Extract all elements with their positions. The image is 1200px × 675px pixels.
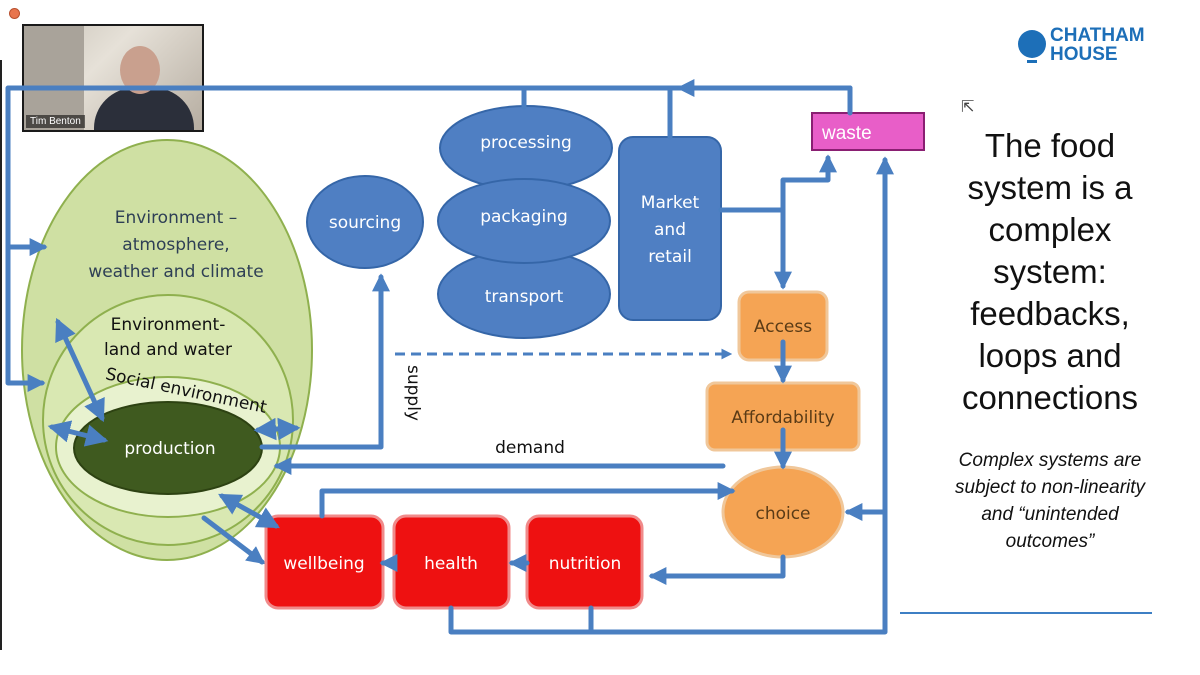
waste-node xyxy=(811,112,925,151)
nutrition-label: nutrition xyxy=(549,554,622,574)
waste-label: waste xyxy=(821,123,872,144)
title-line: feedbacks, xyxy=(970,295,1130,332)
recording-indicator-icon xyxy=(9,8,20,19)
env-wellbeing-arrow xyxy=(201,515,265,565)
globe-icon xyxy=(1018,30,1046,63)
sourcing-label: sourcing xyxy=(329,213,401,233)
packaging-node xyxy=(437,178,611,264)
speaker-name: Tim Benton xyxy=(26,115,85,128)
production-right-arrow xyxy=(253,417,301,441)
transport-label: transport xyxy=(485,287,564,307)
divider-line xyxy=(900,612,1152,614)
subtitle-line: outcomes” xyxy=(1005,531,1095,552)
logo-line2: HOUSE xyxy=(1050,44,1118,65)
demand-label: demand xyxy=(495,438,565,458)
title-line: The food xyxy=(984,127,1116,164)
affordability-label: Affordability xyxy=(731,408,834,428)
logo-line1: CHATHAM xyxy=(1050,25,1145,46)
env-land-label: Environment-land and water xyxy=(104,315,232,360)
market-to-waste xyxy=(718,154,837,213)
mouse-cursor-icon: ⇱ xyxy=(961,97,975,116)
health-label: health xyxy=(424,554,478,574)
supply-arrow xyxy=(259,273,390,450)
choice-label: choice xyxy=(755,504,810,524)
title-line: connections xyxy=(961,379,1139,416)
title-line: system is a xyxy=(967,169,1133,206)
wellbeing-label: wellbeing xyxy=(283,554,364,574)
production-label: production xyxy=(124,439,215,459)
subtitle-line: Complex systems are xyxy=(958,450,1142,471)
window-edge xyxy=(0,60,2,650)
title-line: loops and xyxy=(978,337,1122,374)
access-label: Access xyxy=(754,317,812,337)
choice-to-nutrition xyxy=(648,554,786,585)
flow-arrows xyxy=(5,79,894,635)
sourcing-node xyxy=(306,175,424,269)
slide-subtitle: Complex systems are subject to non-linea… xyxy=(925,447,1175,555)
slide-title: The food system is a complex system: fee… xyxy=(930,125,1170,419)
supply-label: supply xyxy=(403,365,423,421)
right-loop xyxy=(448,156,894,635)
env-atmosphere-label: Environment –atmosphere,weather and clim… xyxy=(88,208,263,282)
packaging-label: packaging xyxy=(480,207,568,227)
production-env-arrow xyxy=(47,420,109,447)
subtitle-line: and “unintended xyxy=(981,504,1119,525)
processing-label: processing xyxy=(480,133,572,153)
title-line: system: xyxy=(993,253,1107,290)
production-wellbeing-arrow xyxy=(218,493,280,529)
title-line: complex xyxy=(988,211,1112,248)
wellbeing-to-choice xyxy=(319,482,736,519)
subtitle-line: subject to non-linearity xyxy=(954,477,1146,498)
production-landwater-arrow xyxy=(55,317,105,423)
top-loop-line xyxy=(5,85,853,392)
